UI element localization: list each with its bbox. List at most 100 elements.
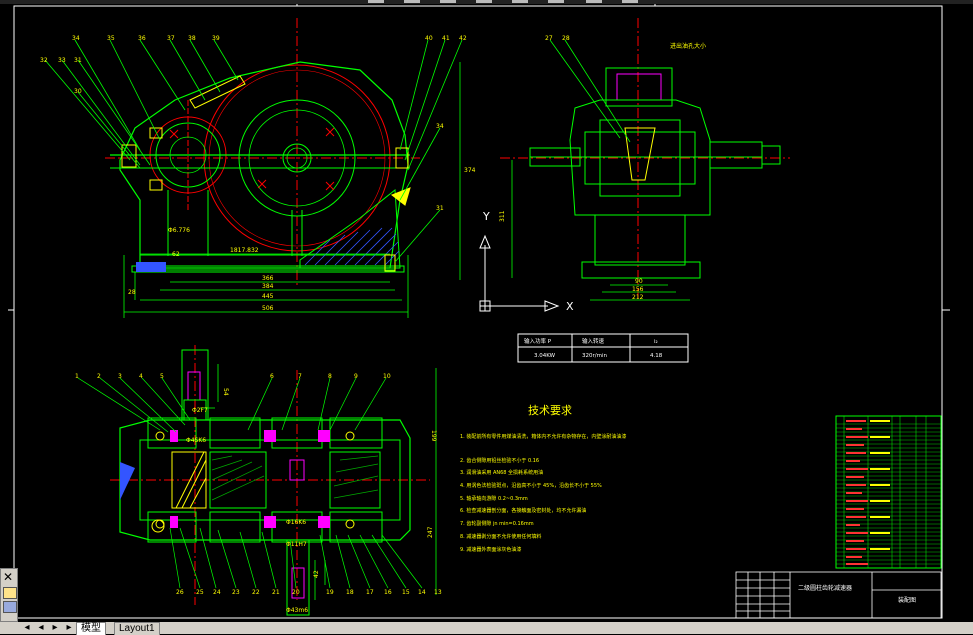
part-num: 30 bbox=[74, 88, 82, 95]
top-gear-hatch bbox=[211, 455, 379, 501]
tech-item: 5. 轴承轴向游隙 0.2~0.3mm bbox=[460, 495, 528, 502]
top-view bbox=[77, 345, 437, 616]
part-num: 13 bbox=[434, 589, 442, 596]
parts-list-names bbox=[846, 420, 868, 565]
spec-header: 输入功率 P bbox=[524, 337, 552, 345]
tab-model[interactable]: 模型 bbox=[76, 622, 106, 635]
ucs-x-label: X bbox=[566, 300, 574, 313]
ucs-icon bbox=[479, 234, 560, 312]
part-num: 1 bbox=[75, 373, 79, 380]
spec-table bbox=[517, 333, 689, 363]
part-num: 37 bbox=[167, 35, 175, 42]
dim-text: 212 bbox=[632, 294, 644, 301]
part-num: 25 bbox=[196, 589, 204, 596]
side-dimension-lines bbox=[511, 39, 690, 301]
part-num: 40 bbox=[425, 35, 433, 42]
dim-text: Φ6.776 bbox=[168, 227, 190, 234]
dim-text: 199 bbox=[430, 430, 437, 442]
tab-nav-prev-icon[interactable]: ◂ bbox=[38, 622, 44, 633]
tab-nav-next-icon[interactable]: ▸ bbox=[52, 622, 58, 633]
tech-requirements: 技术要求 1. 装配前所有零件用煤油清洗，箱体内不允许有杂物存在，内壁涂耐油油漆… bbox=[460, 404, 626, 553]
part-num: 26 bbox=[176, 589, 184, 596]
part-num: 35 bbox=[107, 35, 115, 42]
anchor-bolt bbox=[136, 262, 166, 272]
title-block bbox=[735, 571, 942, 619]
spec-header: 输入转速 bbox=[582, 337, 605, 345]
top-bearings bbox=[170, 430, 330, 528]
oil-sump-hatch bbox=[304, 227, 400, 266]
part-num: 10 bbox=[383, 373, 391, 380]
part-num: 27 bbox=[545, 35, 553, 42]
dim-text: 247 bbox=[427, 526, 434, 538]
dim-text: Φ4SK6 bbox=[186, 437, 206, 444]
part-num: 2 bbox=[97, 373, 101, 380]
tech-item: 2. 齿合侧隙用铅丝检验不小于 0.16 bbox=[460, 457, 539, 464]
tech-item: 9. 减速器外表面涂灰色油漆 bbox=[460, 546, 521, 553]
part-num: 6 bbox=[270, 373, 274, 380]
part-num: 41 bbox=[442, 35, 450, 42]
part-num: 39 bbox=[212, 35, 220, 42]
tab-layout1[interactable]: Layout1 bbox=[114, 622, 160, 635]
large-gear-circle bbox=[203, 64, 391, 252]
top-leader-lines bbox=[77, 377, 423, 589]
tech-title: 技术要求 bbox=[528, 404, 572, 417]
top-bolts bbox=[151, 431, 355, 533]
top-toolbar-stub bbox=[368, 0, 638, 3]
dim-text: 90 bbox=[635, 278, 643, 285]
top-gears bbox=[171, 451, 381, 509]
part-num: 28 bbox=[562, 35, 570, 42]
tool-palette[interactable]: ✕ bbox=[0, 568, 18, 622]
tech-item: 8. 减速器剥分面不允许使用任何填料 bbox=[460, 533, 541, 540]
part-num: 21 bbox=[272, 589, 280, 596]
side-gear bbox=[624, 127, 656, 181]
output-shaft bbox=[709, 141, 763, 169]
tab-nav-last-icon[interactable]: ▸ bbox=[66, 622, 72, 633]
part-num: 34 bbox=[436, 123, 444, 130]
part-num: 14 bbox=[418, 589, 426, 596]
tech-item: 4. 用涡色法检验斑点，沿齿高不小于 45%，沿齿长不小于 55% bbox=[460, 482, 602, 489]
tab-nav-first-icon[interactable]: ◂ bbox=[24, 622, 30, 633]
dim-text: 311 bbox=[499, 210, 506, 222]
dim-text: 374 bbox=[464, 167, 476, 174]
top-view-labels: 1 2 3 4 5 6 7 8 9 10 26 25 24 23 22 21 2… bbox=[75, 373, 442, 614]
dim-text: 62 bbox=[172, 251, 180, 258]
part-num: 3 bbox=[118, 373, 122, 380]
part-num: 31 bbox=[74, 57, 82, 64]
properties-icon[interactable] bbox=[3, 601, 17, 613]
part-num: 42 bbox=[459, 35, 467, 42]
parts-list bbox=[835, 415, 942, 569]
dim-text: 1817.832 bbox=[230, 247, 259, 254]
dim-text: 506 bbox=[262, 305, 274, 312]
housing-outline bbox=[119, 61, 409, 269]
part-num: 15 bbox=[402, 589, 410, 596]
part-num: 18 bbox=[346, 589, 354, 596]
part-num: 34 bbox=[72, 35, 80, 42]
side-view-labels: 进出油孔大小 27 28 311 90 156 212 bbox=[499, 35, 706, 301]
tech-item: 1. 装配前所有零件用煤油清洗，箱体内不允许有杂物存在，内壁涂耐油油漆 bbox=[460, 433, 626, 440]
oil-gauge bbox=[390, 187, 411, 206]
top-housing bbox=[119, 419, 411, 541]
part-num: 17 bbox=[366, 589, 374, 596]
title-block-name: 二级圆柱齿轮减速器 bbox=[798, 584, 852, 592]
drawing-frame bbox=[13, 5, 943, 619]
part-num: 33 bbox=[58, 57, 66, 64]
front-view-labels: 34 35 36 37 38 39 40 41 42 32 33 31 30 3… bbox=[40, 35, 476, 312]
part-num: 8 bbox=[328, 373, 332, 380]
side-cover bbox=[605, 67, 673, 107]
top-output-shaft bbox=[286, 539, 310, 616]
front-view bbox=[44, 18, 463, 318]
tech-item: 7. 齿轮副侧隙 jn min=0.16mm bbox=[460, 520, 534, 527]
side-housing bbox=[569, 99, 711, 216]
tech-item: 6. 检查减速器剖分面，各接触面及密封处，均不允许漏油 bbox=[460, 507, 586, 514]
part-num: 16 bbox=[384, 589, 392, 596]
title-block-drawing-no: 装配图 bbox=[898, 596, 916, 604]
layout-tab-bar: ◂ ◂ ▸ ▸ 模型 Layout1 bbox=[0, 622, 973, 635]
spec-header: i₂ bbox=[654, 339, 658, 345]
dim-text: Φ16K6 bbox=[286, 519, 306, 526]
spec-value: 4.18 bbox=[650, 353, 663, 359]
layer-icon[interactable] bbox=[3, 587, 17, 599]
part-num: 36 bbox=[138, 35, 146, 42]
close-icon[interactable]: ✕ bbox=[3, 570, 14, 584]
part-num: 19 bbox=[326, 589, 334, 596]
